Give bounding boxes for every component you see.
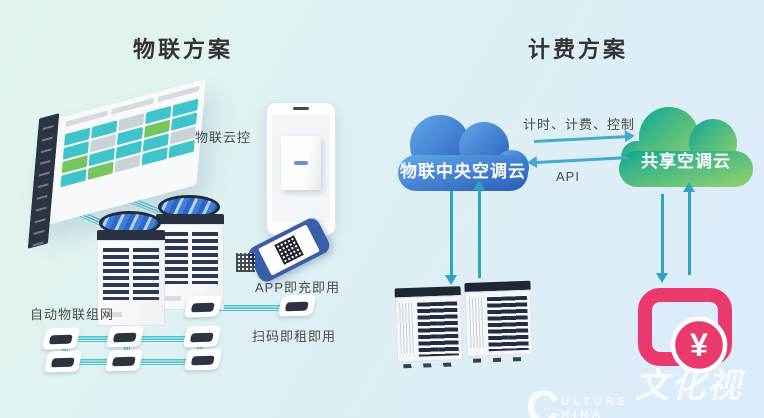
- phone-screen: [272, 114, 330, 222]
- cloud-shape-blue: [398, 115, 529, 191]
- gateway-device: [281, 136, 321, 190]
- api-label: API: [556, 169, 580, 184]
- dashboard-sidebar: [27, 113, 60, 249]
- watermark-stack: ULTURE HINA: [561, 396, 629, 418]
- pipe-cassette-row-top: [216, 305, 282, 311]
- indoor-cassette: [41, 327, 81, 350]
- outdoor-unit-front: [97, 211, 165, 326]
- cloud-shape-green: [619, 107, 753, 187]
- shared-ac-cloud-label: 共享空调云: [641, 152, 731, 171]
- central-ac-cloud-label: 物联中央空调云: [400, 162, 526, 181]
- indoor-cassette: [277, 294, 317, 317]
- outdoor-unit-back: [156, 195, 224, 310]
- indoor-cassette: [43, 350, 83, 373]
- watermark-line1: ULTURE: [561, 396, 630, 408]
- indoor-cassette: [105, 325, 145, 348]
- yuan-symbol: ¥: [690, 327, 708, 363]
- pipe-row-link-right: [197, 340, 203, 354]
- watermark-initial: C: [526, 381, 560, 418]
- phone-speaker-icon: [293, 107, 309, 110]
- watermark-brand: 文化视界: [635, 367, 744, 418]
- indoor-cassette: [182, 325, 222, 348]
- auto-network-label: 自动物联组网: [30, 307, 115, 322]
- arrow-right-icon: [533, 135, 626, 143]
- payment-card-yuan-icon: ¥: [638, 288, 732, 374]
- cloud-control-label: 物联云控: [195, 130, 252, 145]
- app-ready-label: APP即充即用: [255, 280, 341, 295]
- modular-unit: [464, 280, 533, 363]
- shared-ac-cloud: 共享空调云: [615, 103, 757, 189]
- metering-billing-control-label: 计时、计费、控制: [523, 117, 636, 132]
- indoor-cassette: [183, 295, 223, 318]
- central-ac-cloud: 物联中央空调云: [392, 111, 534, 193]
- watermark-line2: HINA: [561, 409, 605, 418]
- qr-code-icon: [236, 253, 255, 272]
- billing-section-title: 计费方案: [528, 37, 629, 62]
- arrow-up-icon: [473, 180, 484, 278]
- arrow-down-icon: [445, 191, 456, 285]
- arrow-up-icon: [683, 182, 694, 275]
- indoor-cassette: [183, 348, 223, 371]
- indoor-cassette: [104, 349, 144, 372]
- qr-code-icon: [274, 235, 304, 265]
- iot-section-title: 物联方案: [133, 37, 234, 62]
- modular-unit: [394, 286, 464, 369]
- scan-rent-label: 扫码即租即用: [252, 329, 337, 344]
- watermark: C ULTURE HINA 文化视界: [526, 358, 764, 418]
- payment-icon: ¥: [636, 287, 738, 388]
- arrow-down-icon: [656, 194, 667, 283]
- smartphone-gateway-view: [266, 102, 336, 241]
- pipe-row-link-center: [124, 340, 130, 356]
- billing-outdoor-units: [394, 280, 538, 375]
